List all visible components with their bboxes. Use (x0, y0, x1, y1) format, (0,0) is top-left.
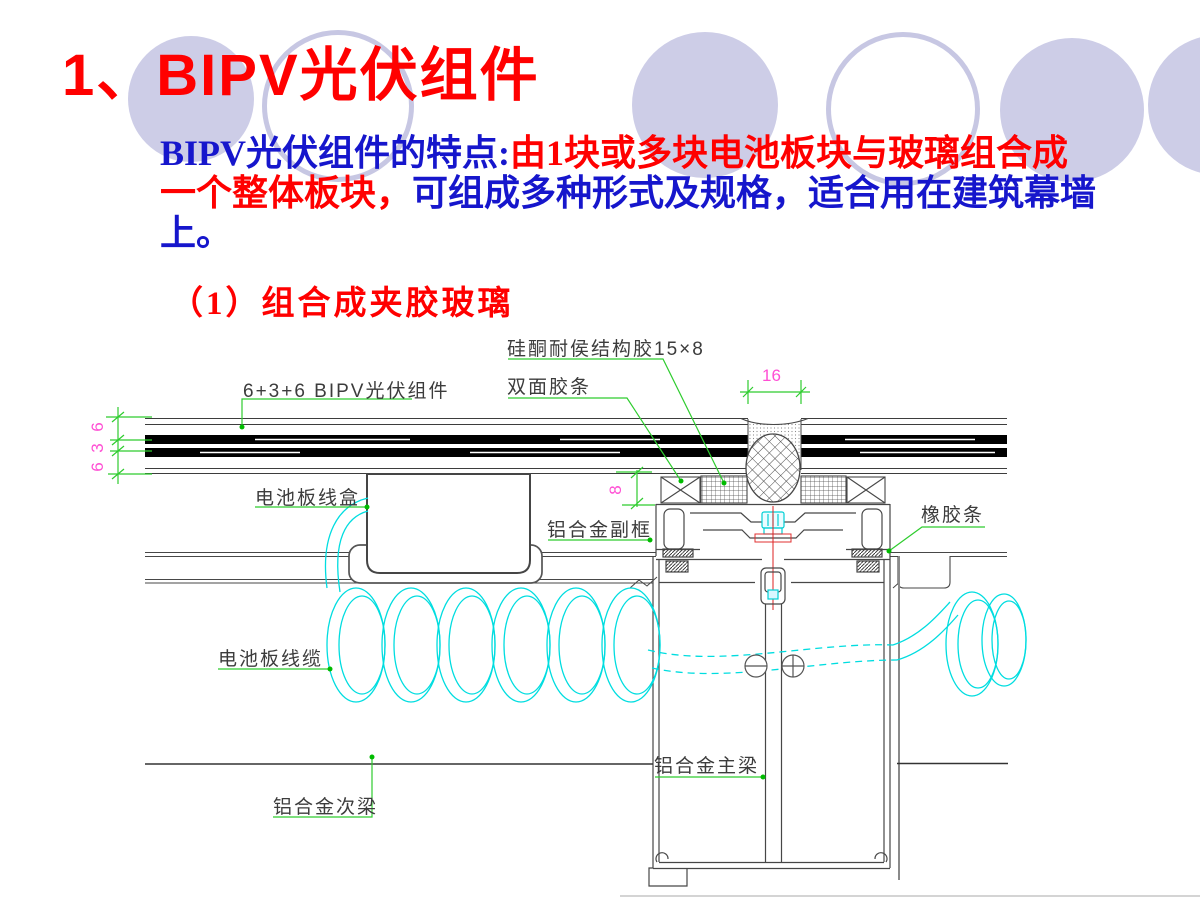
body-text-tail: 可组成多种形式及规格，适合用在建筑幕墙上。 (160, 173, 1097, 253)
dimension-joint-width: 16 (762, 366, 781, 385)
dimension-glass-inner: 6 (88, 462, 107, 472)
label-pv-cable: 电池板线缆 (218, 649, 324, 670)
leader-lines (106, 358, 985, 818)
label-silicone-sealant: 硅酮耐侯结构胶15×8 (507, 339, 705, 360)
cable-coil (324, 497, 1027, 703)
screw-symbols (744, 654, 805, 678)
dimension-glass-outer: 6 (88, 422, 107, 432)
dimension-edge-bite: 8 (606, 485, 625, 495)
glass-joint-seal (740, 417, 809, 503)
decorative-circle (128, 36, 254, 162)
transom-lines (145, 762, 1200, 897)
section-subheading: （1）组合成夹胶玻璃 (170, 286, 514, 322)
label-aluminum-main-beam: 铝合金主梁 (654, 756, 760, 777)
dimension-glass-interlayer: 3 (88, 443, 107, 453)
label-junction-box: 电池板线盒 (255, 488, 361, 509)
body-text-emphasis: 由1块或多块电池板块与玻璃组合成一个整体板块， (160, 133, 1069, 213)
tape-and-silicone-blocks (660, 475, 886, 504)
label-aluminum-secondary-beam: 铝合金次梁 (273, 797, 379, 818)
body-paragraph: BIPV光伏组件的特点:由1块或多块电池板块与玻璃组合成一个整体板块，可组成多种… (160, 133, 1100, 253)
label-rubber-strip: 橡胶条 (921, 505, 985, 526)
decorative-circle (1000, 38, 1144, 182)
mullion (648, 556, 900, 887)
junction-box-shape (348, 473, 543, 584)
glass-panel (145, 418, 1007, 474)
label-aluminum-subframe: 铝合金副框 (547, 520, 653, 541)
label-pv-module: 6+3+6 BIPV光伏组件 (243, 381, 450, 402)
body-text-lead: BIPV光伏组件的特点: (160, 133, 510, 173)
page-title: 1、BIPV光伏组件 (62, 43, 540, 108)
aluminum-subframe (655, 503, 891, 610)
label-double-sided-tape: 双面胶条 (507, 377, 592, 398)
decorative-circle (826, 32, 980, 186)
decorative-circle (632, 32, 778, 178)
decorative-circle (262, 30, 414, 182)
